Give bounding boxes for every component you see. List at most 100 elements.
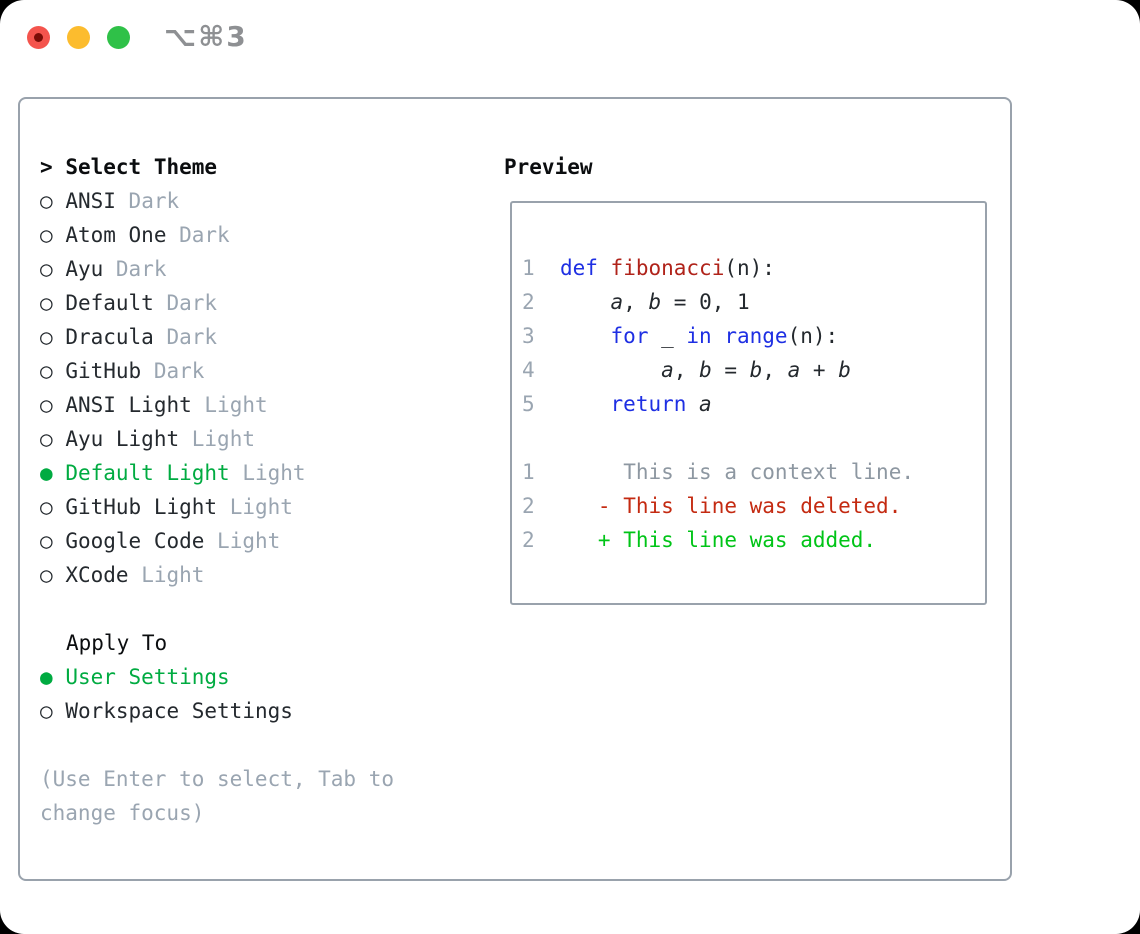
theme-variant-label: Dark xyxy=(166,325,218,349)
theme-variant-label: Dark xyxy=(179,223,230,247)
code-token: , xyxy=(623,290,649,314)
code-token xyxy=(560,290,611,314)
code-line: 3 for _ in range(n): xyxy=(522,319,985,353)
theme-variant-label: Light xyxy=(217,529,281,553)
line-number: 2 xyxy=(522,290,535,314)
theme-variant-label: Light xyxy=(229,495,293,519)
code-token: a xyxy=(699,392,712,416)
diff-preview: 1 This is a context line.2 - This line w… xyxy=(522,455,985,557)
apply-option-user-settings[interactable]: ● User Settings xyxy=(40,660,394,694)
code-line: 1 def fibonacci(n): xyxy=(522,251,985,285)
line-number: 4 xyxy=(522,358,535,382)
code-token: b xyxy=(648,290,662,314)
code-token xyxy=(560,324,611,348)
theme-option-label: ANSI xyxy=(65,189,116,213)
code-token: a xyxy=(661,358,674,382)
apply-option-label: User Settings xyxy=(65,665,230,689)
help-text-line: change focus) xyxy=(40,801,205,825)
diff-text: This line was deleted. xyxy=(623,494,902,518)
code-token: , xyxy=(673,358,700,382)
theme-option-xcode[interactable]: ○ XCode Light xyxy=(40,558,394,592)
theme-option-label: Google Code xyxy=(65,529,205,553)
diff-line-added: 2 + This line was added. xyxy=(522,523,985,557)
radio-unselected-icon: ○ xyxy=(40,427,53,451)
select-theme-heading-label: Select Theme xyxy=(65,155,218,179)
code-token: for xyxy=(610,324,649,348)
theme-option-dracula[interactable]: ○ Dracula Dark xyxy=(40,320,394,354)
code-token: + xyxy=(800,358,839,382)
code-token: in xyxy=(686,324,712,348)
theme-list: ○ ANSI Dark○ Atom One Dark○ Ayu Dark○ De… xyxy=(40,184,394,592)
code-token xyxy=(560,392,611,416)
radio-unselected-icon: ○ xyxy=(40,495,53,519)
theme-option-github[interactable]: ○ GitHub Dark xyxy=(40,354,394,388)
radio-unselected-icon: ○ xyxy=(40,223,53,247)
code-token: fibonacci xyxy=(610,256,725,280)
diff-line-deleted: 2 - This line was deleted. xyxy=(522,489,985,523)
code-token: = xyxy=(711,358,750,382)
radio-unselected-icon: ○ xyxy=(40,393,53,417)
theme-option-google-code[interactable]: ○ Google Code Light xyxy=(40,524,394,558)
apply-option-workspace-settings[interactable]: ○ Workspace Settings xyxy=(40,694,394,728)
preview-code: 1 def fibonacci(n): 2 a, b = 0, 1 3 for _ … xyxy=(512,203,985,557)
diff-marker: + xyxy=(597,528,611,552)
select-theme-heading: > Select Theme xyxy=(40,150,394,184)
theme-option-ayu[interactable]: ○ Ayu Dark xyxy=(40,252,394,286)
theme-option-ayu-light[interactable]: ○ Ayu Light Light xyxy=(40,422,394,456)
code-token: b xyxy=(838,358,851,382)
code-token: range xyxy=(724,324,788,348)
apply-to-list: ● User Settings○ Workspace Settings xyxy=(40,660,394,728)
help-text: (Use Enter to select, Tab to change focu… xyxy=(40,762,394,830)
line-number: 5 xyxy=(522,392,535,416)
theme-variant-label: Light xyxy=(242,461,306,485)
code-token: _ xyxy=(648,324,687,348)
preview-title: Preview xyxy=(504,155,593,179)
radio-unselected-icon: ○ xyxy=(40,529,53,553)
window-title: ⌥⌘3 xyxy=(164,20,248,53)
titlebar: ⌥⌘3 xyxy=(0,0,1140,75)
theme-option-label: Default xyxy=(65,291,154,315)
theme-variant-label: Light xyxy=(204,393,268,417)
maximize-button[interactable] xyxy=(107,26,130,49)
line-number: 2 xyxy=(522,528,535,552)
theme-option-label: GitHub Light xyxy=(65,495,218,519)
code-token: (n): xyxy=(787,324,839,348)
spacer xyxy=(40,728,394,762)
theme-option-default-light[interactable]: ● Default Light Light xyxy=(40,456,394,490)
theme-option-label: Dracula xyxy=(65,325,154,349)
theme-variant-label: Dark xyxy=(153,359,205,383)
code-line: 5 return a xyxy=(522,387,985,421)
radio-unselected-icon: ○ xyxy=(40,359,53,383)
theme-option-github-light[interactable]: ○ GitHub Light Light xyxy=(40,490,394,524)
theme-option-ansi[interactable]: ○ ANSI Dark xyxy=(40,184,394,218)
close-button[interactable] xyxy=(27,26,50,49)
theme-variant-label: Light xyxy=(141,563,205,587)
theme-variant-label: Light xyxy=(191,427,255,451)
theme-option-default[interactable]: ○ Default Dark xyxy=(40,286,394,320)
code-token: , xyxy=(762,358,788,382)
radio-unselected-icon: ○ xyxy=(40,189,53,213)
left-column: > Select Theme ○ ANSI Dark○ Atom One Dar… xyxy=(40,150,394,830)
diff-marker: - xyxy=(597,494,611,518)
code-token: return xyxy=(610,392,687,416)
theme-option-label: Default Light xyxy=(65,461,230,485)
code-token xyxy=(686,392,699,416)
preview-box: 1 def fibonacci(n): 2 a, b = 0, 1 3 for _ … xyxy=(510,201,987,605)
minimize-button[interactable] xyxy=(67,26,90,49)
help-text-line: (Use Enter to select, Tab to xyxy=(40,767,395,791)
diff-marker xyxy=(598,460,611,484)
theme-variant-label: Dark xyxy=(128,189,180,213)
spacer xyxy=(40,592,394,626)
theme-option-label: XCode xyxy=(65,563,129,587)
theme-picker-panel: > Select Theme ○ ANSI Dark○ Atom One Dar… xyxy=(18,97,1012,881)
radio-unselected-icon: ○ xyxy=(40,257,53,281)
theme-option-atom-one[interactable]: ○ Atom One Dark xyxy=(40,218,394,252)
theme-option-ansi-light[interactable]: ○ ANSI Light Light xyxy=(40,388,394,422)
apply-option-label: Workspace Settings xyxy=(65,699,293,723)
radio-unselected-icon: ○ xyxy=(40,563,53,587)
theme-option-label: ANSI Light xyxy=(65,393,192,417)
code-token xyxy=(712,324,725,348)
code-token: = 0, 1 xyxy=(661,290,750,314)
radio-unselected-icon: ○ xyxy=(40,699,53,723)
